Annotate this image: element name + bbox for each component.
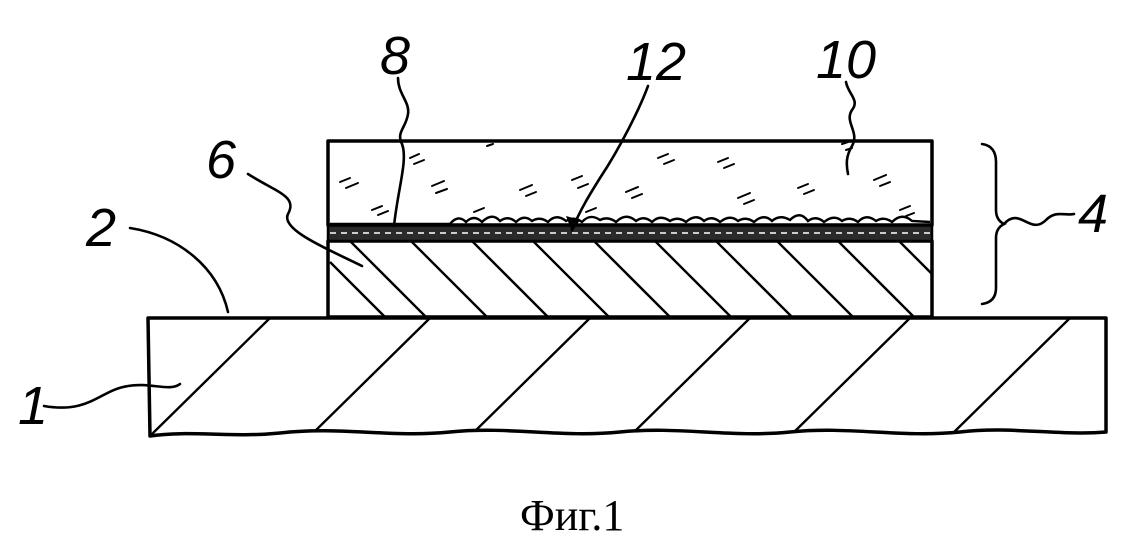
- stack-bracket: [982, 144, 1004, 304]
- leader-1: [44, 384, 180, 408]
- leader-10: [846, 82, 855, 174]
- label-12: 12: [626, 32, 686, 92]
- substrate-outline: [148, 318, 1106, 436]
- figure-caption: Фиг.1: [520, 491, 624, 540]
- leader-8: [394, 78, 408, 226]
- label-8: 8: [380, 26, 410, 86]
- layer-8: [328, 225, 932, 241]
- label-6: 6: [206, 130, 237, 190]
- leader-2: [130, 228, 228, 312]
- label-10: 10: [816, 30, 876, 90]
- leader-12: [572, 86, 648, 230]
- label-2: 2: [85, 198, 116, 258]
- substrate-layer: [148, 318, 1106, 436]
- layer-6-hatching: [330, 241, 975, 317]
- substrate-hatching: [150, 318, 1070, 436]
- leader-6: [248, 174, 362, 266]
- layer-10-marks: [340, 142, 914, 216]
- label-4: 4: [1078, 184, 1108, 244]
- layer-6: [328, 241, 975, 317]
- label-1: 1: [18, 376, 48, 436]
- leader-4: [1004, 214, 1074, 225]
- interface-12-roughness: [330, 215, 930, 224]
- layer-10: [328, 141, 932, 225]
